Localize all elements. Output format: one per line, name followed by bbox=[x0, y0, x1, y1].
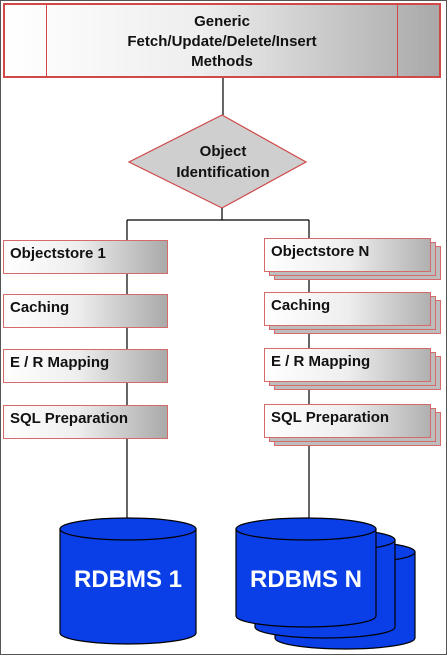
right-er-mapping-box: E / R Mapping bbox=[264, 348, 431, 382]
header-right-divider bbox=[397, 5, 398, 76]
left-er-mapping-box: E / R Mapping bbox=[3, 349, 168, 383]
right-sql-preparation-label: SQL Preparation bbox=[271, 409, 390, 426]
objectstore-1-box: Objectstore 1 bbox=[3, 240, 168, 274]
left-er-mapping-label: E / R Mapping bbox=[10, 354, 110, 371]
rdbms-n-label: RDBMS N bbox=[250, 566, 362, 593]
left-caching-label: Caching bbox=[10, 299, 70, 316]
right-er-mapping-label: E / R Mapping bbox=[271, 353, 371, 370]
objectstore-n-label: Objectstore N bbox=[271, 243, 370, 260]
generic-methods-box: Generic Fetch/Update/Delete/Insert Metho… bbox=[3, 3, 441, 78]
object-identification-label: Object Identification bbox=[176, 143, 270, 181]
rdbms-1-cylinder bbox=[59, 517, 197, 645]
left-caching-box: Caching bbox=[3, 294, 168, 328]
objectstore-n-box: Objectstore N bbox=[264, 238, 431, 272]
header-left-divider bbox=[46, 5, 47, 76]
generic-methods-label: Generic Fetch/Update/Delete/Insert Metho… bbox=[127, 13, 317, 70]
left-sql-preparation-box: SQL Preparation bbox=[3, 405, 168, 439]
left-sql-preparation-label: SQL Preparation bbox=[10, 410, 129, 427]
right-caching-label: Caching bbox=[271, 297, 331, 314]
rdbms-1-label: RDBMS 1 bbox=[73, 566, 182, 593]
right-caching-box: Caching bbox=[264, 292, 431, 326]
rdbms-n-cylinder-front bbox=[235, 517, 377, 628]
right-sql-preparation-box: SQL Preparation bbox=[264, 404, 431, 438]
objectstore-1-label: Objectstore 1 bbox=[10, 245, 106, 262]
